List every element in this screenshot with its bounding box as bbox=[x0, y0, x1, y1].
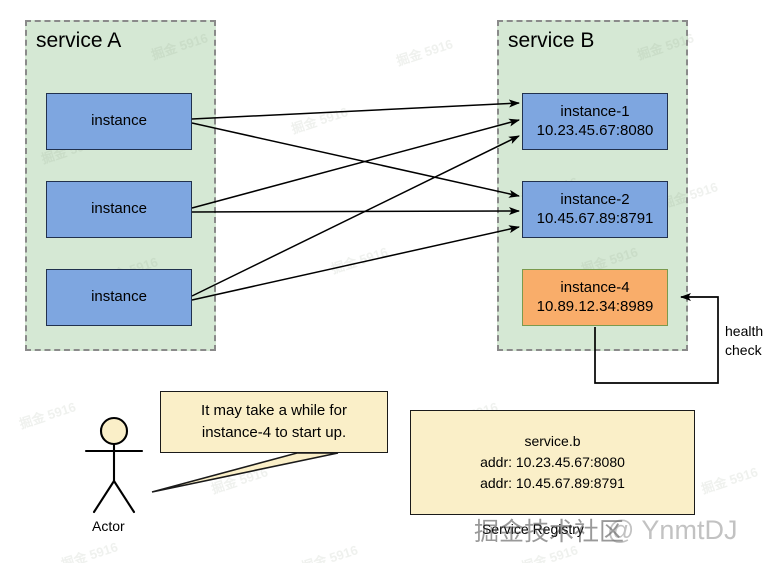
actor-label: Actor bbox=[92, 518, 125, 534]
node-label: instance bbox=[91, 200, 147, 218]
health-check-label: health check bbox=[725, 322, 763, 360]
node-service-a-instance-1[interactable]: instance bbox=[46, 93, 192, 150]
health-check-line-1: health bbox=[725, 323, 764, 339]
node-address: 10.23.45.67:8080 bbox=[536, 121, 654, 139]
health-check-line-2: check bbox=[725, 341, 762, 358]
node-label: instance bbox=[91, 288, 147, 306]
node-service-a-instance-3[interactable]: instance bbox=[46, 269, 192, 326]
node-service-b-instance-4[interactable]: instance-4 10.89.12.34:8989 bbox=[522, 269, 668, 326]
group-service-b-title: service B bbox=[508, 29, 595, 52]
node-service-b-instance-2[interactable]: instance-2 10.45.67.89:8791 bbox=[522, 181, 668, 238]
node-service-a-instance-2[interactable]: instance bbox=[46, 181, 192, 238]
callout-tail bbox=[151, 452, 339, 493]
service-registry-box[interactable]: service.b addr: 10.23.45.67:8080 addr: 1… bbox=[410, 410, 695, 515]
node-service-b-instance-1[interactable]: instance-1 10.23.45.67:8080 bbox=[522, 93, 668, 150]
health-check-arrow bbox=[594, 293, 719, 384]
callout-line-2: instance-4 to start up. bbox=[201, 424, 347, 441]
service-registry-caption: Service Registry bbox=[482, 521, 584, 537]
request-arrows bbox=[191, 99, 520, 301]
node-address: 10.89.12.34:8989 bbox=[536, 297, 654, 315]
actor-figure bbox=[84, 416, 144, 514]
callout-note[interactable]: It may take a while for instance-4 to st… bbox=[160, 391, 388, 453]
node-label: instance bbox=[91, 112, 147, 130]
registry-title: service.b bbox=[524, 433, 581, 449]
registry-addr-2: addr: 10.45.67.89:8791 bbox=[480, 475, 625, 491]
node-label: instance-1 bbox=[560, 103, 630, 121]
group-service-a-title: service A bbox=[36, 29, 122, 52]
registry-addr-1: addr: 10.23.45.67:8080 bbox=[480, 454, 625, 470]
node-address: 10.45.67.89:8791 bbox=[536, 209, 654, 227]
callout-line-1: It may take a while for bbox=[201, 402, 347, 420]
node-label: instance-4 bbox=[560, 279, 630, 297]
node-label: instance-2 bbox=[560, 191, 630, 209]
